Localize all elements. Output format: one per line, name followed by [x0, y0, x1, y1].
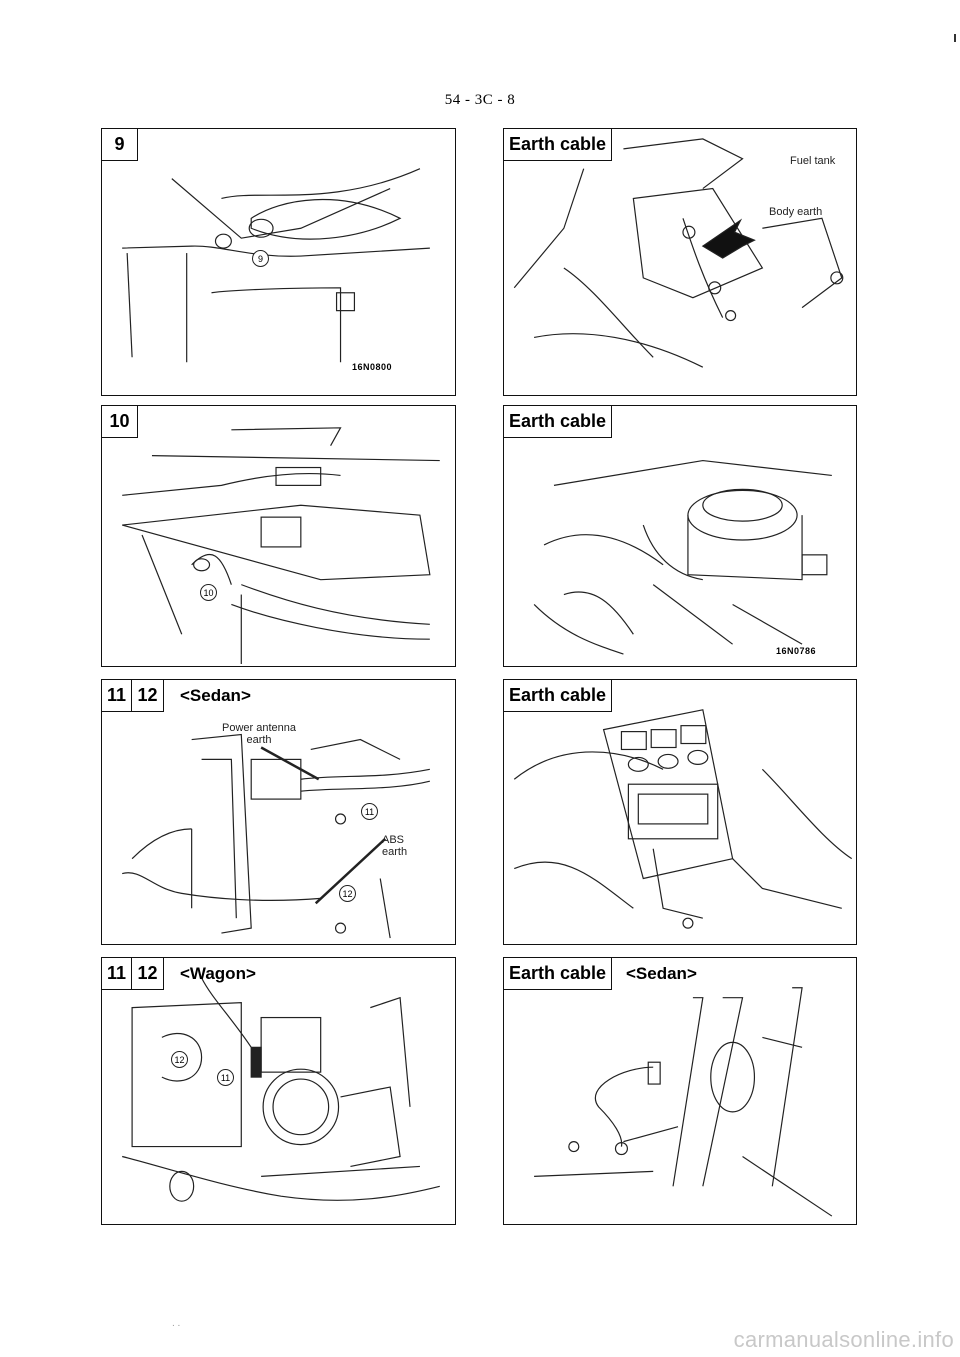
dashboard-lower-illustration — [122, 168, 430, 363]
engine-bay-earth-illustration — [533, 459, 832, 655]
earth-cable-tag: Earth cable — [504, 680, 612, 712]
wagon-cargo-earth-illustration — [122, 977, 440, 1202]
earth-cable-tag: Earth cable — [504, 406, 612, 438]
interior-panel-illustration — [122, 427, 440, 665]
fuel-tank-earth-illustration — [513, 138, 844, 368]
step-number-12: 12 — [132, 680, 164, 712]
figure-panel-11-12-wagon: 11 12 <Wagon> 12 11 — [101, 957, 456, 1225]
figure-panel-10: 10 10 — [101, 405, 456, 667]
center-console-earth-illustration — [513, 709, 853, 929]
callout-12: 12 — [171, 1051, 188, 1068]
fuel-tank-label: Fuel tank — [790, 155, 836, 167]
sedan-pillar-earth-illustration — [534, 987, 833, 1217]
figure-code: 16N0786 — [776, 646, 817, 656]
figure-code: 16N0800 — [352, 362, 393, 372]
callout-9: 9 — [252, 250, 269, 267]
corner-mark — [954, 34, 956, 42]
variant-title: <Sedan> — [626, 964, 697, 983]
page-number: 54 - 3C - 8 — [444, 92, 516, 108]
callout-11: 11 — [361, 803, 378, 820]
watermark: carmanualsonline.info — [733, 1327, 954, 1352]
figure-panel-11-12-sedan: 11 12 <Sedan> Power antenna earth ABS ea… — [101, 679, 456, 945]
figure-panel-earth-cable-3: Earth cable — [503, 679, 857, 945]
figure-panel-earth-cable-1: Earth cable Fuel tank Body earth — [503, 128, 857, 396]
variant-title: <Wagon> — [180, 964, 256, 983]
callout-10: 10 — [200, 584, 217, 601]
abs-earth-label: ABS earth — [382, 834, 408, 858]
step-number-11: 11 — [102, 680, 132, 712]
step-number-12: 12 — [132, 958, 164, 990]
figure-panel-earth-cable-4: Earth cable <Sedan> — [503, 957, 857, 1225]
earth-cable-tag: Earth cable — [504, 958, 612, 990]
step-number-9: 9 — [102, 129, 138, 161]
scan-dots: . . — [172, 1318, 181, 1329]
variant-title: <Sedan> — [180, 686, 251, 705]
body-earth-label: Body earth — [769, 206, 823, 218]
power-antenna-earth-label: Power antenna earth — [222, 722, 296, 746]
figure-panel-9: 9 9 16N0800 — [101, 128, 456, 396]
step-number-11: 11 — [102, 958, 132, 990]
sedan-trunk-earth-illustration — [122, 733, 430, 939]
figure-panel-earth-cable-2: Earth cable 16N0786 — [503, 405, 857, 667]
earth-cable-tag: Earth cable — [504, 129, 612, 161]
callout-11: 11 — [217, 1069, 234, 1086]
step-number-10: 10 — [102, 406, 138, 438]
callout-12: 12 — [339, 885, 356, 902]
